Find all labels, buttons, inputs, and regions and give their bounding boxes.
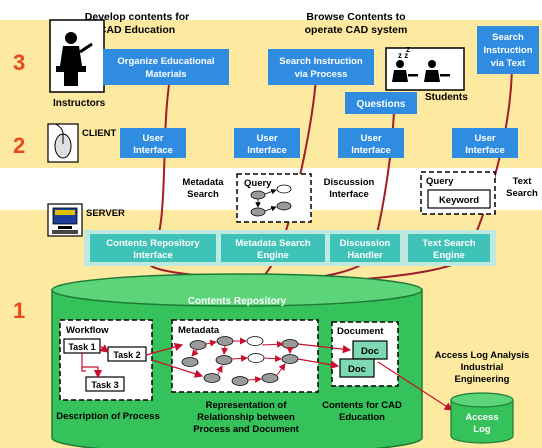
metadata-graph-box: Metadata bbox=[171, 319, 319, 393]
mouse-icon bbox=[47, 123, 79, 163]
tse-line1: Text Search bbox=[422, 238, 475, 249]
keyword-query-box: Query Keyword bbox=[420, 171, 496, 215]
ui1-line2: Interface bbox=[133, 145, 173, 156]
task-3: Task 3 bbox=[91, 380, 118, 390]
caption-relationship-line3: Process and Document bbox=[193, 424, 299, 435]
text-search-line2: Search bbox=[506, 188, 538, 199]
browse-header-line1: Browse Contents to bbox=[306, 11, 405, 23]
search-text-line3: via Text bbox=[491, 58, 527, 69]
mse-line2: Engine bbox=[257, 250, 289, 261]
caption-relationship-line2: Relationship between bbox=[197, 412, 295, 423]
caption-relationship-line1: Representation of bbox=[206, 400, 288, 411]
access-log-cylinder bbox=[450, 392, 514, 444]
dh-line1: Discussion bbox=[340, 238, 391, 249]
ui4-line1: User bbox=[474, 133, 495, 144]
metadata-query-label: Query bbox=[244, 178, 272, 189]
discussion-interface-line2: Interface bbox=[329, 189, 369, 200]
caption-contents-line1: Contents for CAD bbox=[322, 400, 402, 411]
computer-icon bbox=[47, 203, 83, 237]
workflow-box: Workflow Task 1 Task 2 Task 3 bbox=[59, 319, 153, 401]
document-title: Document bbox=[337, 326, 384, 337]
organize-line2: Materials bbox=[145, 69, 186, 80]
server-label: SERVER bbox=[86, 208, 125, 219]
ui3-line2: Interface bbox=[351, 145, 391, 156]
metadata-search-engine-box: Metadata Search Engine bbox=[221, 234, 325, 262]
svg-text:Z: Z bbox=[406, 47, 411, 54]
text-search-engine-box: Text Search Engine bbox=[408, 234, 490, 262]
user-interface-box-3: User Interface bbox=[338, 128, 404, 158]
browse-header-line2: operate CAD system bbox=[305, 24, 408, 36]
access-log-line2: Log bbox=[473, 424, 491, 435]
access-heading-line2: Industrial bbox=[461, 362, 504, 373]
questions-label: Questions bbox=[357, 99, 406, 110]
access-log-line1: Access bbox=[465, 412, 498, 423]
repository-title: Contents Repository bbox=[188, 296, 287, 307]
client-label: CLIENT bbox=[82, 128, 117, 139]
svg-text:z z: z z bbox=[398, 51, 408, 60]
discussion-interface-line1: Discussion bbox=[324, 177, 375, 188]
search-process-box: Search Instruction via Process bbox=[268, 49, 374, 85]
document-box: Document Doc Doc bbox=[331, 321, 399, 387]
instructor-icon bbox=[49, 19, 105, 93]
text-search-line1: Text bbox=[513, 176, 533, 187]
dh-line2: Handler bbox=[347, 250, 383, 261]
students-label: Students bbox=[425, 92, 468, 103]
cri-line2: Interface bbox=[133, 250, 173, 261]
search-process-line2: via Process bbox=[295, 69, 348, 80]
search-text-line1: Search bbox=[492, 32, 524, 43]
task-1: Task 1 bbox=[68, 342, 95, 352]
doc-2: Doc bbox=[348, 364, 366, 375]
caption-contents-line2: Education bbox=[339, 412, 385, 423]
ui2-line1: User bbox=[256, 133, 277, 144]
cri-line1: Contents Repository bbox=[106, 238, 200, 249]
metadata-query-box: Query bbox=[236, 173, 312, 223]
access-heading-line1: Access Log Analysis bbox=[435, 350, 530, 361]
user-interface-box-2: User Interface bbox=[234, 128, 300, 158]
layer-number-1: 1 bbox=[13, 298, 25, 323]
questions-box: Questions bbox=[345, 92, 417, 114]
instructors-label: Instructors bbox=[53, 98, 106, 109]
search-process-line1: Search Instruction bbox=[279, 56, 363, 67]
metadata-search-line2: Search bbox=[187, 189, 219, 200]
ui1-line1: User bbox=[142, 133, 163, 144]
workflow-title: Workflow bbox=[66, 325, 109, 336]
mse-line1: Metadata Search bbox=[235, 238, 311, 249]
ui2-line2: Interface bbox=[247, 145, 287, 156]
tse-line2: Engine bbox=[433, 250, 465, 261]
caption-process: Description of Process bbox=[56, 411, 159, 422]
access-heading-line3: Engineering bbox=[455, 374, 510, 385]
keyword-label: Keyword bbox=[439, 195, 479, 206]
ui4-line2: Interface bbox=[465, 145, 505, 156]
develop-header-line2: CAD Education bbox=[99, 24, 175, 36]
organize-materials-box: Organize Educational Materials bbox=[103, 49, 229, 85]
organize-line1: Organize Educational bbox=[117, 56, 214, 67]
user-interface-box-4: User Interface bbox=[452, 128, 518, 158]
task-2: Task 2 bbox=[113, 350, 140, 360]
develop-header-line1: Develop contents for bbox=[85, 11, 189, 23]
ui3-line1: User bbox=[360, 133, 381, 144]
layer-number-3: 3 bbox=[13, 50, 25, 75]
metadata-title: Metadata bbox=[178, 325, 220, 336]
students-icon: z z Z bbox=[385, 47, 465, 91]
discussion-handler-box: Discussion Handler bbox=[330, 234, 400, 262]
search-text-line2: Instruction bbox=[483, 45, 532, 56]
metadata-search-line1: Metadata bbox=[182, 177, 224, 188]
search-text-box: Search Instruction via Text bbox=[477, 26, 539, 74]
doc-1: Doc bbox=[361, 346, 379, 357]
layer-number-2: 2 bbox=[13, 133, 25, 158]
cross-connectors bbox=[145, 342, 454, 411]
user-interface-box-1: User Interface bbox=[120, 128, 186, 158]
contents-repository-interface-box: Contents Repository Interface bbox=[90, 234, 216, 262]
keyword-query-label: Query bbox=[426, 176, 454, 187]
